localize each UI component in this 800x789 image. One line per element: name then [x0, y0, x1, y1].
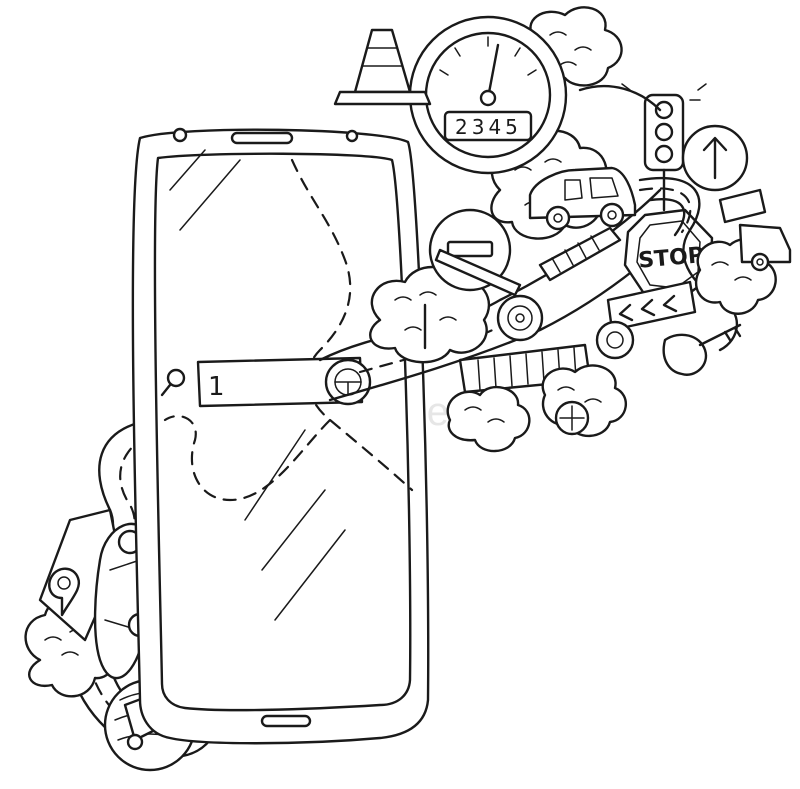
- direction-arrow-icon: [681, 124, 767, 224]
- traffic-light-icon: [621, 83, 707, 212]
- search-bar: 1: [160, 356, 364, 408]
- car-icon: [528, 166, 637, 231]
- tree-icon: [369, 265, 491, 364]
- steering-wheel-icon: [324, 358, 372, 406]
- right-road: [578, 84, 739, 352]
- odometer-text: 2345: [455, 115, 522, 139]
- stop-sign-text: STOP: [637, 243, 705, 274]
- search-box-text: 1: [208, 372, 225, 402]
- traffic-cone-icon: [333, 28, 432, 106]
- gear-icon: [554, 320, 635, 436]
- smartphone-icon: [131, 127, 430, 745]
- search-icon: [160, 368, 186, 397]
- no-entry-sign-icon: [428, 208, 522, 297]
- gear-icon: [496, 294, 544, 342]
- key-icon: [662, 323, 742, 376]
- speedometer-icon: 2345: [408, 15, 568, 175]
- tree-icon: [446, 385, 531, 453]
- stop-sign-icon: STOP: [623, 208, 714, 302]
- chevron-sign-icon: [606, 280, 697, 332]
- car-icon: [738, 223, 792, 272]
